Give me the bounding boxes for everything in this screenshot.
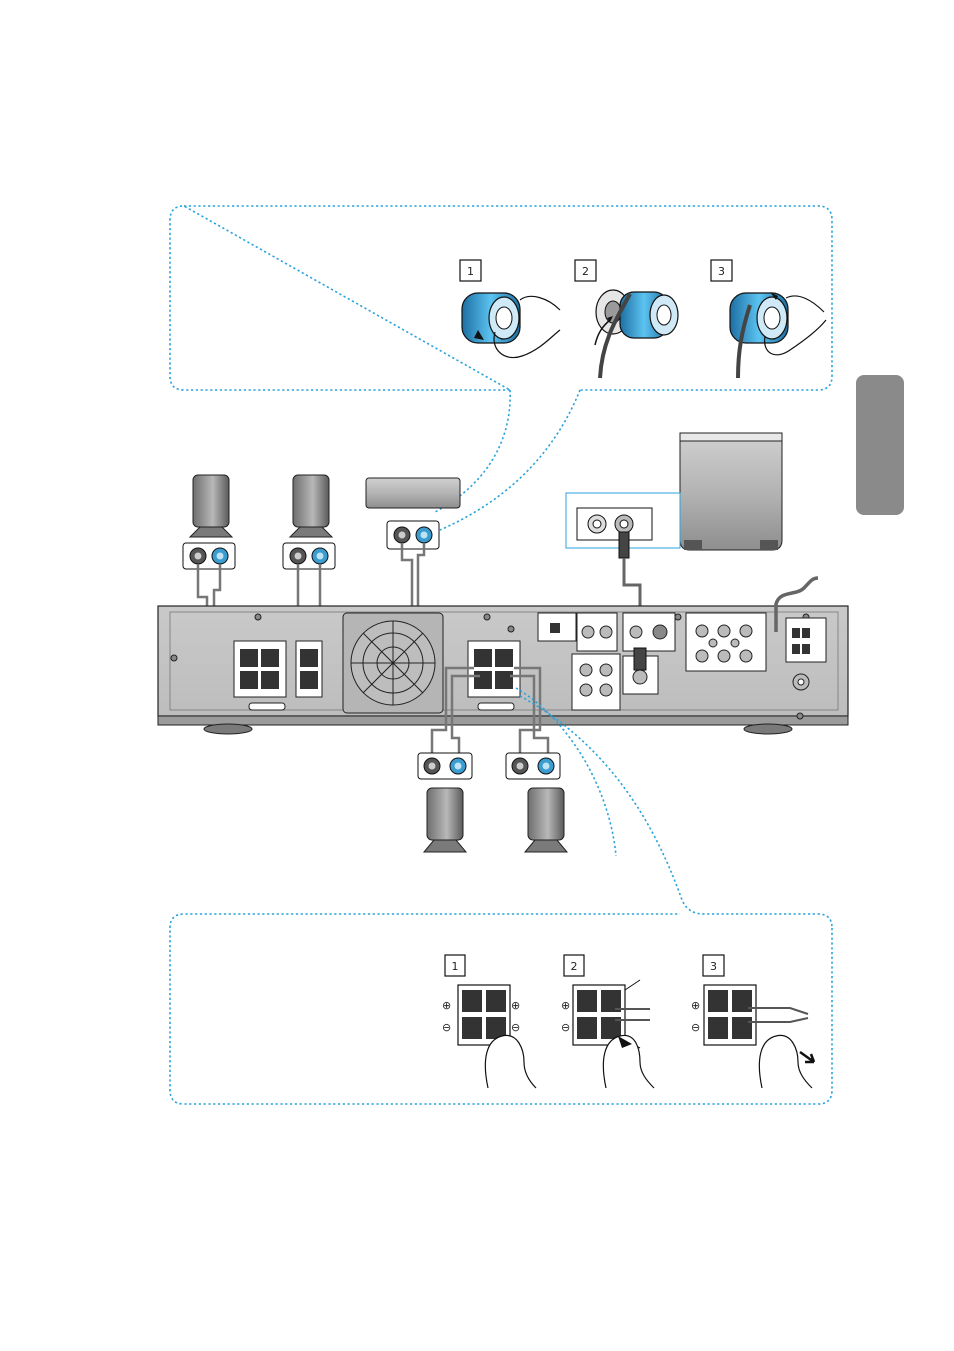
- receiver-back-panel: [158, 578, 848, 734]
- rear-left-terminals: [418, 753, 472, 779]
- terminal-release-illustration: ⊕ ⊖: [691, 985, 814, 1088]
- minus-sign-2: ⊖: [561, 1021, 570, 1034]
- cooling-fan: [343, 613, 443, 713]
- center-terminals: [387, 521, 439, 549]
- top-step-2: 2: [575, 260, 596, 281]
- bottom-step-3-label: 3: [710, 960, 717, 973]
- top-step-1: 1: [460, 260, 481, 281]
- rear-right-terminals: [506, 753, 560, 779]
- bottom-step-1: 1: [445, 955, 465, 976]
- wire-insert-illustration: [595, 290, 678, 378]
- front-right-speaker: [283, 475, 335, 569]
- side-section-tab: [856, 375, 904, 515]
- center-speaker: [366, 478, 460, 549]
- bottom-step-2: 2: [564, 955, 584, 976]
- plus-sign-3: ⊕: [691, 999, 700, 1012]
- front-right-terminals: [283, 543, 335, 569]
- subwoofer: [680, 433, 782, 550]
- minus-sign-1b: ⊖: [511, 1021, 520, 1034]
- plus-sign-1a: ⊕: [442, 999, 451, 1012]
- plus-sign-2: ⊕: [561, 999, 570, 1012]
- component-video-jacks: [686, 613, 766, 671]
- rear-right-speaker: [506, 753, 567, 852]
- terminal-press-illustration: ⊕ ⊖ ⊕ ⊖: [442, 985, 536, 1088]
- top-step-2-label: 2: [582, 265, 589, 278]
- rear-left-speaker: [418, 753, 472, 852]
- top-step-3-label: 3: [718, 265, 725, 278]
- minus-sign-1a: ⊖: [442, 1021, 451, 1034]
- top-step-1-label: 1: [467, 265, 474, 278]
- front-left-speaker: [183, 475, 235, 569]
- front-left-terminals: [183, 543, 235, 569]
- plus-sign-1b: ⊕: [511, 999, 520, 1012]
- bottom-step-2-label: 2: [571, 960, 578, 973]
- knob-tighten-illustration: [730, 292, 826, 378]
- minus-sign-3: ⊖: [691, 1021, 700, 1034]
- top-step-3: 3: [711, 260, 732, 281]
- bottom-step-3: 3: [703, 955, 724, 976]
- bottom-step-1-label: 1: [452, 960, 459, 973]
- subwoofer-input-callout: [566, 493, 680, 558]
- terminal-insert-illustration: ⊕ ⊖: [561, 980, 654, 1088]
- knob-unscrew-illustration: [462, 293, 560, 358]
